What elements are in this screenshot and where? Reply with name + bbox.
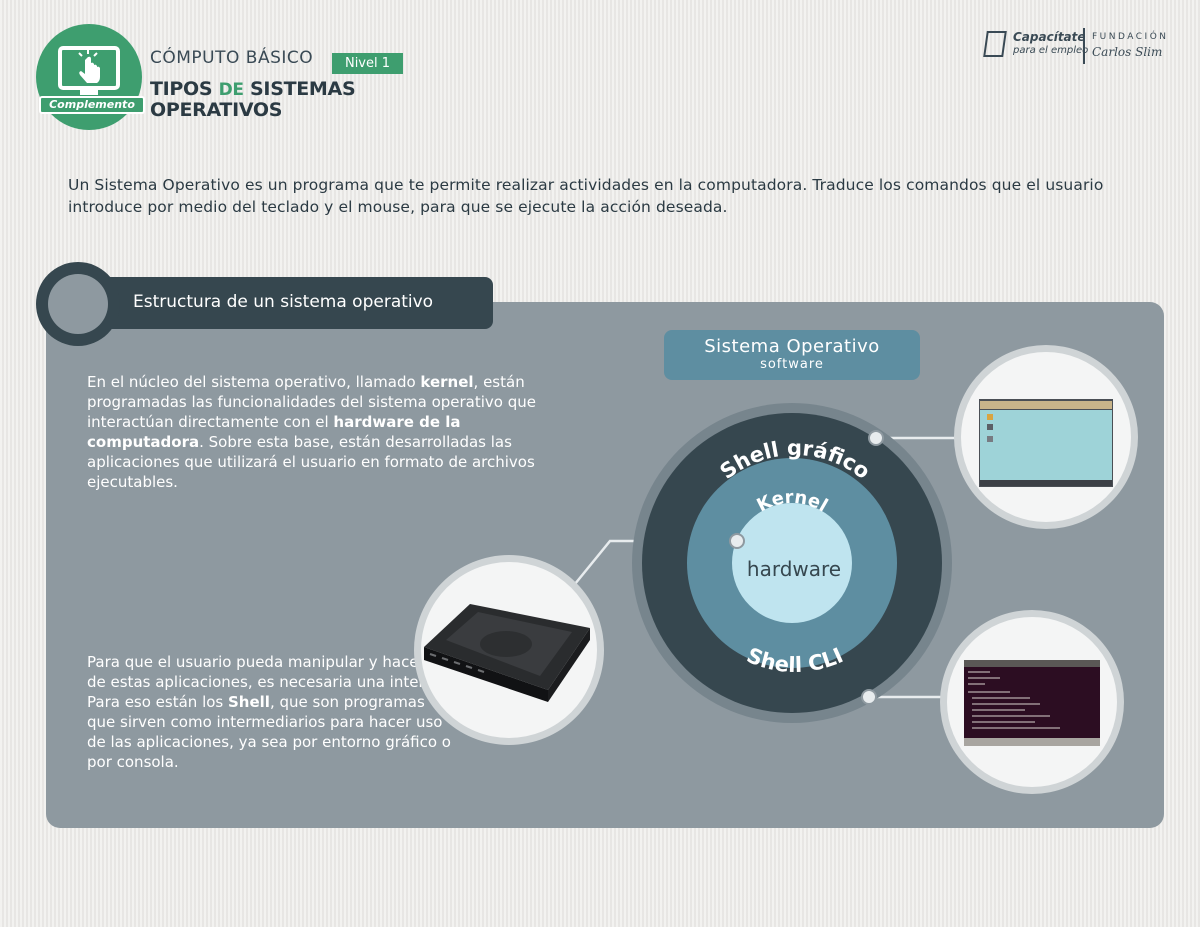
sistema-operativo-pill: Sistema Operativo software bbox=[664, 330, 920, 380]
section-bullet-inner bbox=[48, 274, 108, 334]
logo-divider bbox=[1083, 28, 1085, 64]
brand-tagline: para el empleo bbox=[1013, 45, 1089, 56]
foundation-signature: Carlos Slim bbox=[1092, 45, 1163, 59]
hardware-label: hardware bbox=[747, 557, 841, 581]
intro-paragraph: Un Sistema Operativo es un programa que … bbox=[68, 176, 1104, 216]
gui-shell-screenshot bbox=[954, 345, 1138, 529]
badge-label: Complemento bbox=[39, 96, 145, 114]
hard-drive-icon bbox=[424, 604, 590, 702]
connector-dot-hardware bbox=[729, 533, 745, 549]
kernel-paragraph: En el núcleo del sistema operativo, llam… bbox=[87, 373, 537, 491]
hardware-core bbox=[732, 503, 852, 623]
connector-dot-gui bbox=[868, 430, 884, 446]
hard-drive-image bbox=[414, 555, 604, 745]
foundation-label: FUNDACIÓN bbox=[1092, 32, 1169, 42]
pill-title: Sistema Operativo bbox=[704, 336, 880, 357]
page-title: TIPOS DE SISTEMAS OPERATIVOS bbox=[150, 78, 356, 121]
subject-title: CÓMPUTO BÁSICO bbox=[150, 48, 314, 68]
level-tag: Nivel 1 bbox=[332, 53, 403, 74]
pill-subtitle: software bbox=[760, 357, 824, 372]
connector-dot-cli bbox=[861, 689, 877, 705]
brand-name: Capacítate bbox=[1013, 30, 1086, 44]
shell-paragraph: Para que el usuario pueda manipular y ha… bbox=[87, 653, 456, 771]
section-header-bar bbox=[48, 277, 493, 329]
cli-shell-screenshot bbox=[940, 610, 1124, 794]
section-title: Estructura de un sistema operativo bbox=[133, 292, 434, 312]
